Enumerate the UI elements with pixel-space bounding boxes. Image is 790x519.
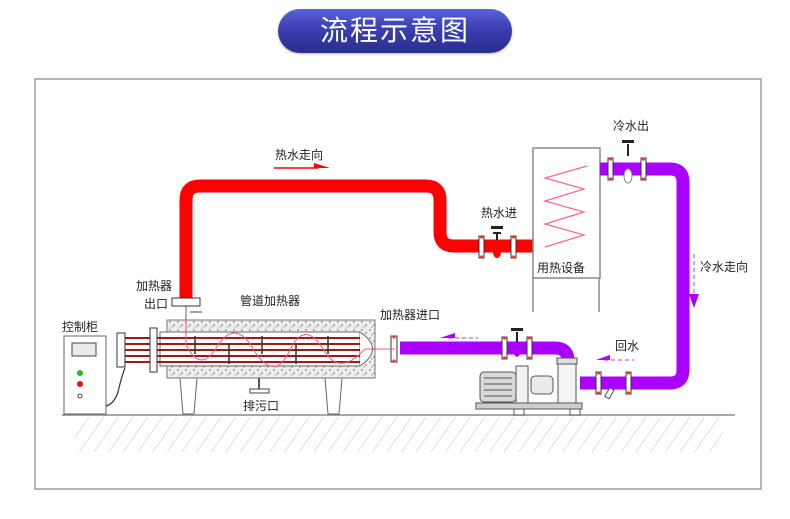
label-cold-water-out: 冷水出 — [613, 119, 649, 133]
ground — [62, 414, 735, 452]
label-drain: 排污口 — [243, 399, 279, 413]
diagram-title: 流程示意图 — [278, 9, 512, 53]
hot-water-direction-arrow — [274, 163, 330, 169]
label-hot-water-direction: 热水走向 — [275, 147, 323, 162]
hot-water-pipe — [179, 179, 535, 300]
label-heat-equipment: 用热设备 — [537, 261, 585, 275]
circulation-pump — [475, 357, 583, 416]
label-heater-outlet-2: 出口 — [144, 297, 168, 311]
heat-equipment — [532, 147, 601, 312]
inlet-valve — [501, 328, 533, 360]
label-pipe-heater: 管道加热器 — [240, 293, 300, 308]
red-indicator-light — [77, 381, 83, 387]
label-heater-outlet-1: 加热器 — [136, 279, 172, 293]
return-valves — [595, 371, 632, 400]
heating-coil — [542, 165, 588, 248]
label-control-cabinet: 控制柜 — [62, 320, 98, 334]
return-water-arrow — [596, 355, 634, 361]
label-heater-inlet: 加热器进口 — [380, 308, 440, 322]
green-indicator-light — [77, 370, 83, 376]
diagram-frame — [34, 78, 762, 490]
control-cabinet — [63, 335, 126, 415]
label-cold-water-direction: 冷水走向 — [700, 259, 748, 274]
label-hot-water-in: 热水进 — [481, 206, 517, 220]
heater-inlet-arrow — [440, 333, 478, 339]
cold-water-direction-arrow — [689, 254, 699, 308]
pipe-heater — [116, 297, 395, 415]
label-return-water: 回水 — [615, 339, 639, 353]
cold-water-out-valve — [607, 140, 647, 184]
hot-water-in-valve — [478, 226, 517, 259]
